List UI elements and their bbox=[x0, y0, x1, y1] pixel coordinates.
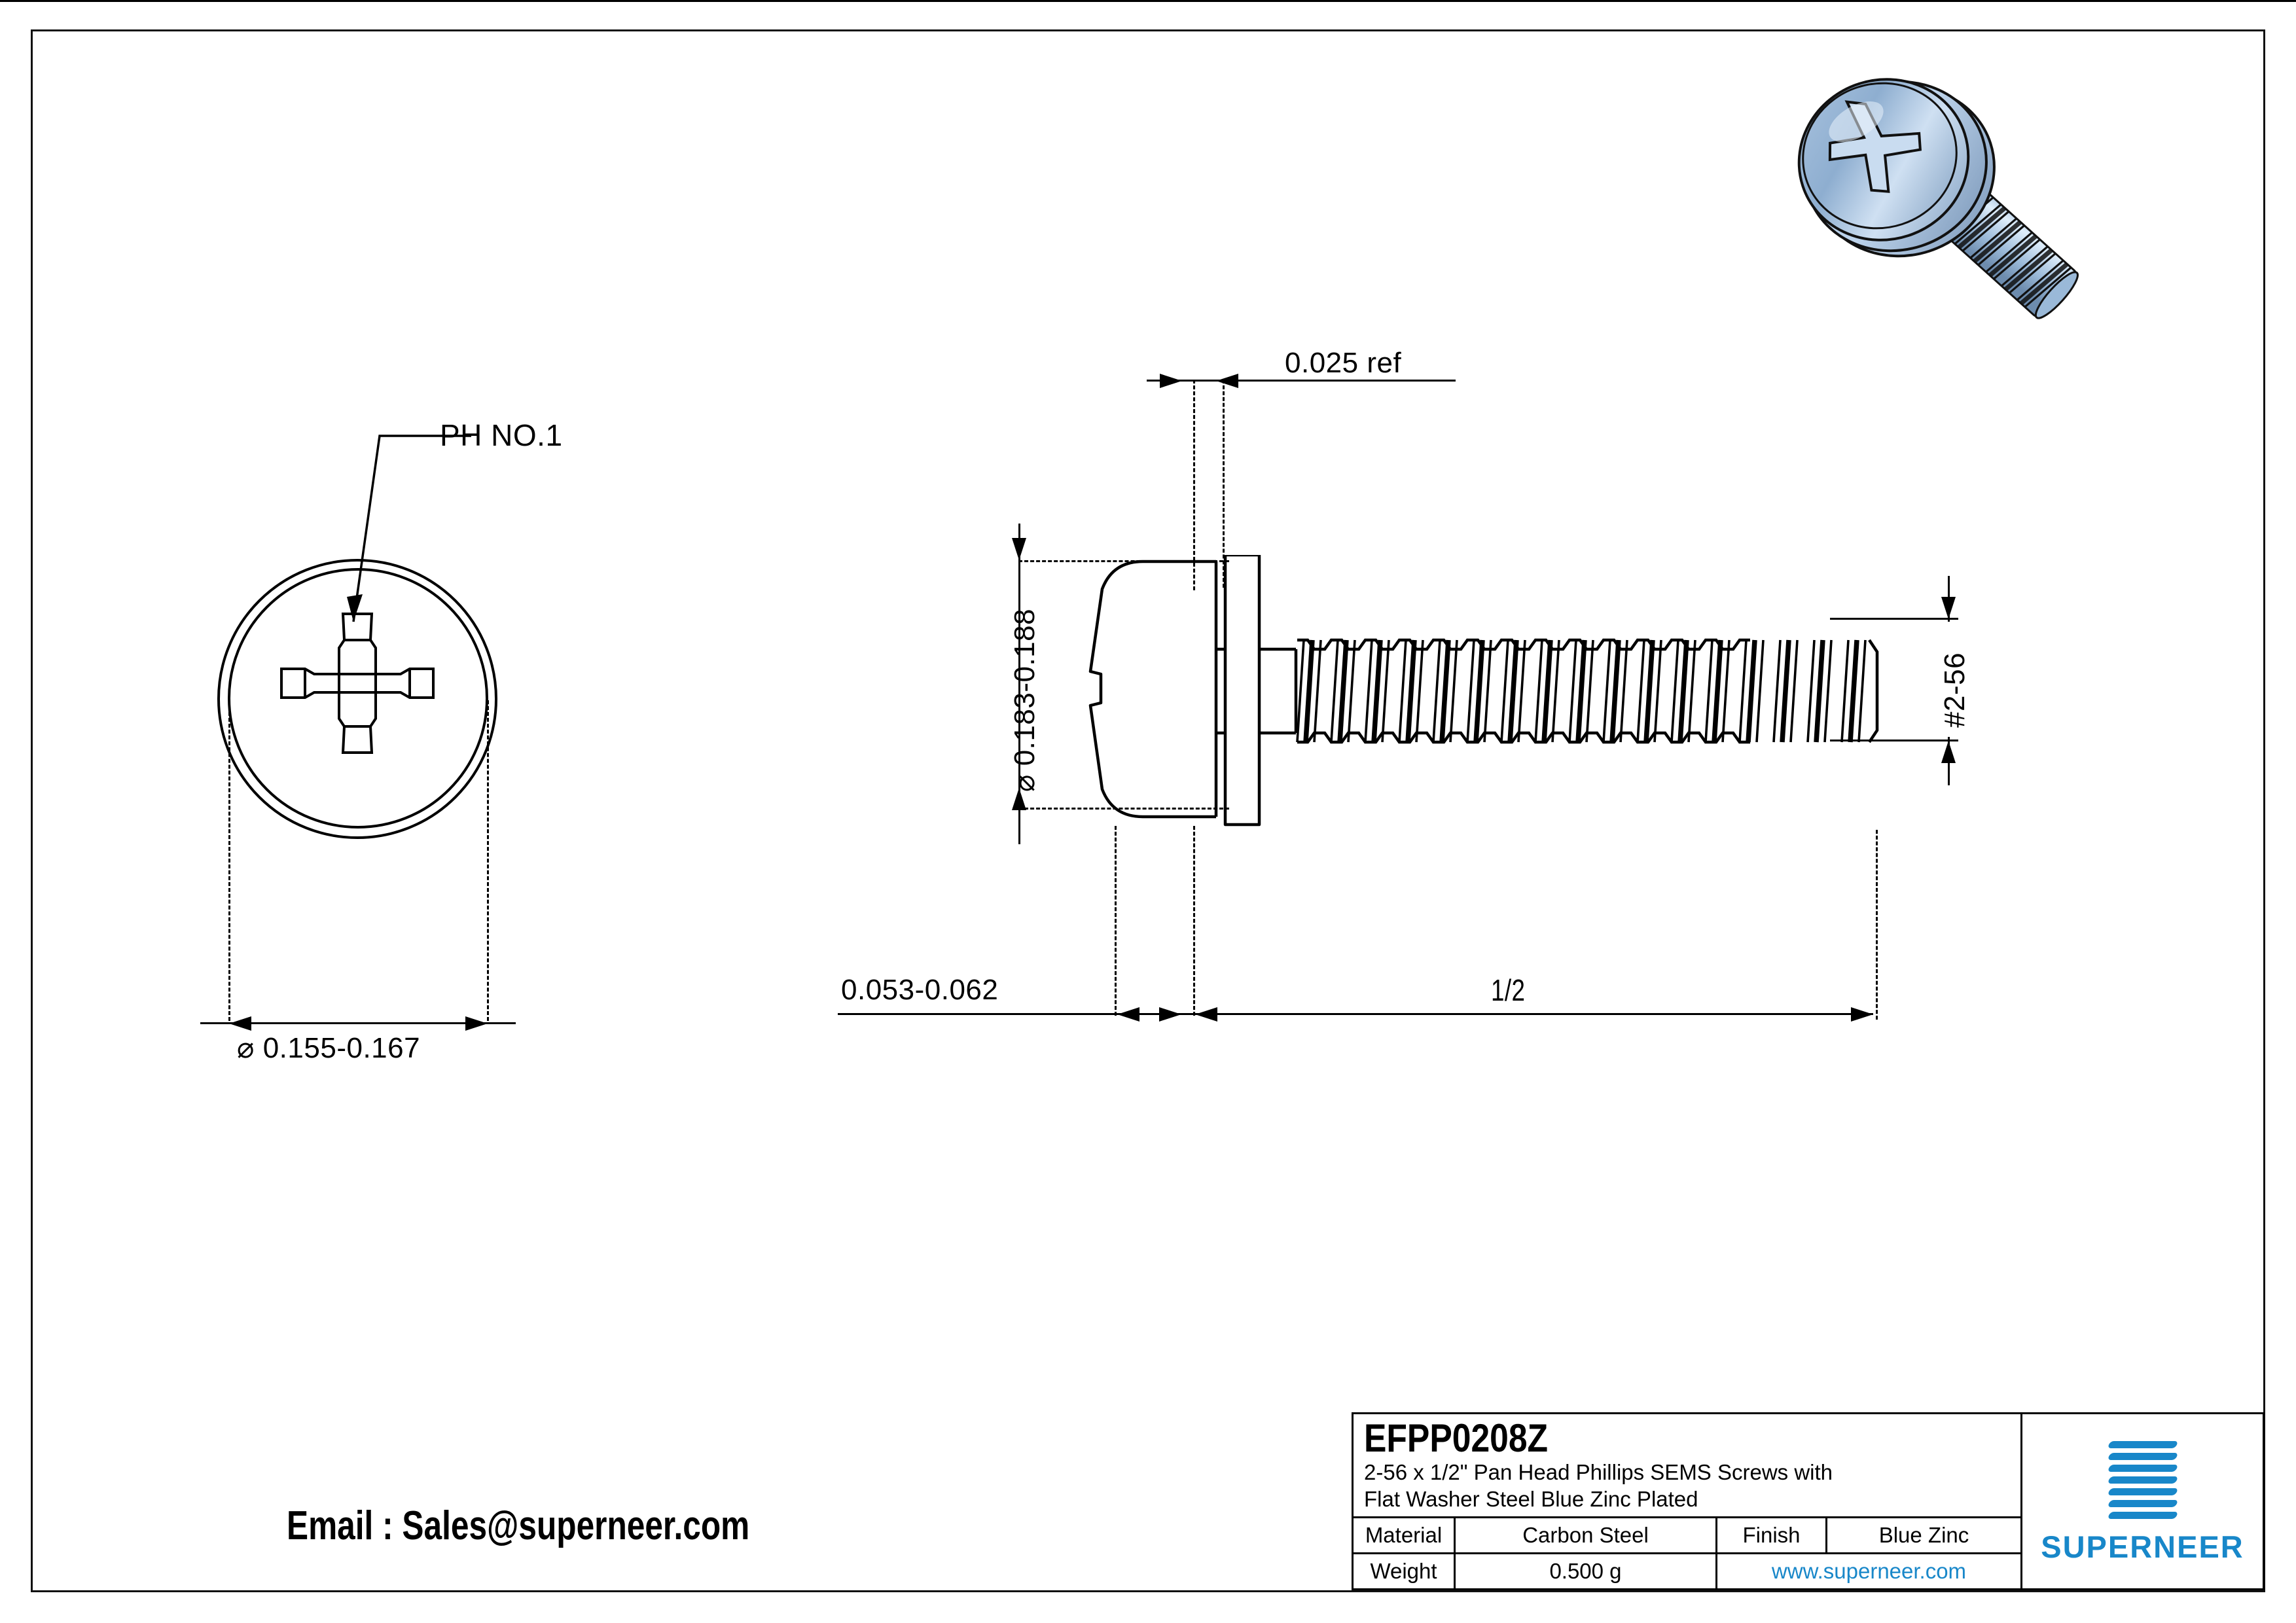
head-height-dim-line bbox=[838, 1013, 1244, 1015]
ph-callout-leader bbox=[347, 435, 471, 622]
washer-ext-line-right bbox=[1223, 380, 1225, 588]
topview-ext-line-left bbox=[228, 700, 230, 1021]
head-dia-arrow-top bbox=[1012, 538, 1026, 560]
thread-dim-arrow-bottom bbox=[1941, 741, 1956, 763]
head-height-ext-line-right bbox=[1193, 826, 1195, 1016]
phillips-recess-top bbox=[280, 613, 435, 754]
title-block-row-material: Material Carbon Steel Finish Blue Zinc bbox=[1354, 1516, 2020, 1552]
head-height-ext-line-left bbox=[1115, 826, 1117, 1016]
logo-mark-icon bbox=[2107, 1438, 2178, 1520]
weight-label: Weight bbox=[1354, 1554, 1456, 1588]
drawing-frame bbox=[31, 29, 2265, 1592]
topview-dim-arrow-right bbox=[465, 1016, 488, 1031]
title-block-row-weight: Weight 0.500 g www.superneer.com bbox=[1354, 1552, 2020, 1588]
washer-outer-circle bbox=[217, 559, 497, 839]
head-height-arrow-right bbox=[1159, 1007, 1181, 1022]
thread-ext-line-top bbox=[1830, 618, 1958, 620]
screw-side-view bbox=[1088, 555, 1879, 827]
head-diameter-dim: ⌀ 0.183-0.188 bbox=[1009, 608, 1041, 792]
description-line-2: Flat Washer Steel Blue Zinc Plated bbox=[1364, 1487, 1698, 1511]
head-dia-arrow-bottom bbox=[1012, 788, 1026, 810]
thread-ext-line-bottom bbox=[1830, 740, 1958, 741]
washer-dim-line bbox=[1147, 380, 1456, 382]
length-ext-line-right bbox=[1876, 830, 1878, 1020]
title-block: EFPP0208Z 2-56 x 1/2" Pan Head Phillips … bbox=[1352, 1412, 2265, 1590]
head-outer-circle bbox=[228, 568, 488, 829]
part-number: EFPP0208Z bbox=[1364, 1416, 1549, 1460]
ph-callout-label: PH NO.1 bbox=[440, 418, 563, 452]
description-line-1: 2-56 x 1/2" Pan Head Phillips SEMS Screw… bbox=[1364, 1460, 1833, 1484]
washer-dim-arrow-left bbox=[1160, 374, 1182, 388]
washer-ext-line-left bbox=[1193, 380, 1195, 590]
head-height-dim: 0.053-0.062 bbox=[841, 974, 999, 1006]
screw-3d-render bbox=[1797, 78, 2079, 319]
length-dim: 1/2 bbox=[1491, 973, 1526, 1007]
thread-size-dim: #2-56 bbox=[1939, 652, 1971, 728]
length-dim-line bbox=[1200, 1013, 1873, 1015]
topview-ext-line-right bbox=[487, 700, 489, 1021]
head-dia-ext-line-top bbox=[1018, 560, 1229, 562]
title-block-main: EFPP0208Z 2-56 x 1/2" Pan Head Phillips … bbox=[1354, 1414, 2022, 1588]
washer-thickness-dim: 0.025 ref bbox=[1285, 347, 1402, 379]
length-arrow-left bbox=[1195, 1007, 1217, 1022]
head-dia-dim-line bbox=[1018, 524, 1020, 844]
weight-value: 0.500 g bbox=[1456, 1554, 1717, 1588]
website-link[interactable]: www.superneer.com bbox=[1771, 1559, 1967, 1583]
topview-dim-arrow-left bbox=[229, 1016, 251, 1031]
finish-label: Finish bbox=[1717, 1518, 1827, 1552]
material-value: Carbon Steel bbox=[1456, 1518, 1717, 1552]
head-height-arrow-left bbox=[1117, 1007, 1139, 1022]
brand-logo: SUPERNEER bbox=[2022, 1414, 2263, 1588]
title-block-description: EFPP0208Z 2-56 x 1/2" Pan Head Phillips … bbox=[1354, 1414, 2020, 1516]
brand-name: SUPERNEER bbox=[2041, 1529, 2244, 1564]
finish-value: Blue Zinc bbox=[1878, 1523, 1969, 1547]
length-arrow-right bbox=[1851, 1007, 1873, 1022]
topview-dim-line bbox=[200, 1022, 516, 1024]
topview-diameter-dim: ⌀ 0.155-0.167 bbox=[237, 1032, 421, 1064]
washer-dim-arrow-right bbox=[1216, 374, 1238, 388]
email-text: Email : Sales@superneer.com bbox=[287, 1503, 750, 1548]
head-dia-ext-line-bottom bbox=[1018, 808, 1229, 810]
thread-dim-arrow-top bbox=[1941, 597, 1956, 619]
material-label: Material bbox=[1354, 1518, 1456, 1552]
